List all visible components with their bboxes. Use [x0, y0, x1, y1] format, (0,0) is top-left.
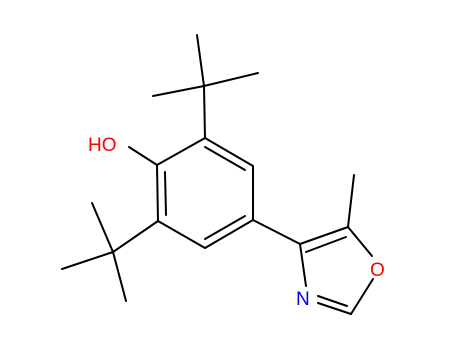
bond-c6-quaternary: [112, 220, 159, 253]
oxazole-bond-c2-n: [317, 302, 352, 315]
bond-methyl-right: [203, 72, 259, 87]
benzene-ring: [156, 137, 254, 249]
bond-methyl-up: [91, 202, 114, 253]
ring-double-bond-inner-1: [164, 171, 167, 216]
bond-c2-quaternary: [203, 85, 206, 139]
tert-butyl-top: [152, 34, 259, 139]
bond-methyl-oxazole: [347, 174, 355, 228]
oxazole-nitrogen-label: N: [296, 289, 310, 310]
bond-methyl-left: [152, 85, 205, 97]
oxazole-bond-c4-c5: [299, 226, 349, 245]
bond-methyl-down: [112, 251, 127, 302]
oxazole-bond-o-c2: [350, 278, 374, 315]
bond-c1-oh: [128, 146, 158, 166]
oxazole-ring: [299, 226, 374, 315]
ring-double-bond-inner-2: [204, 146, 246, 171]
bond-methyl-up: [196, 34, 205, 87]
bond-methyl-left: [61, 251, 114, 270]
oxazole-oxygen-label: O: [370, 260, 385, 281]
bond-c4-oxazole: [252, 219, 301, 245]
ring-bond-c6-c1: [156, 164, 159, 222]
oxazole-double-bond-c4-c5: [305, 236, 347, 253]
ring-double-bond-inner-3: [204, 215, 246, 240]
oxazole-double-bond-c2-n: [317, 295, 348, 307]
ring-bond-c1-c2: [156, 137, 206, 166]
ring-bond-c2-c3: [204, 137, 254, 167]
tert-butyl-bottom: [61, 202, 159, 302]
ring-bond-c5-c6: [157, 220, 206, 249]
hydroxyl-label: HO: [88, 135, 117, 156]
oxazole-bond-n-c4: [299, 243, 307, 287]
oxazole-bond-c5-o: [347, 226, 373, 257]
ring-bond-c4-c5: [204, 219, 254, 249]
